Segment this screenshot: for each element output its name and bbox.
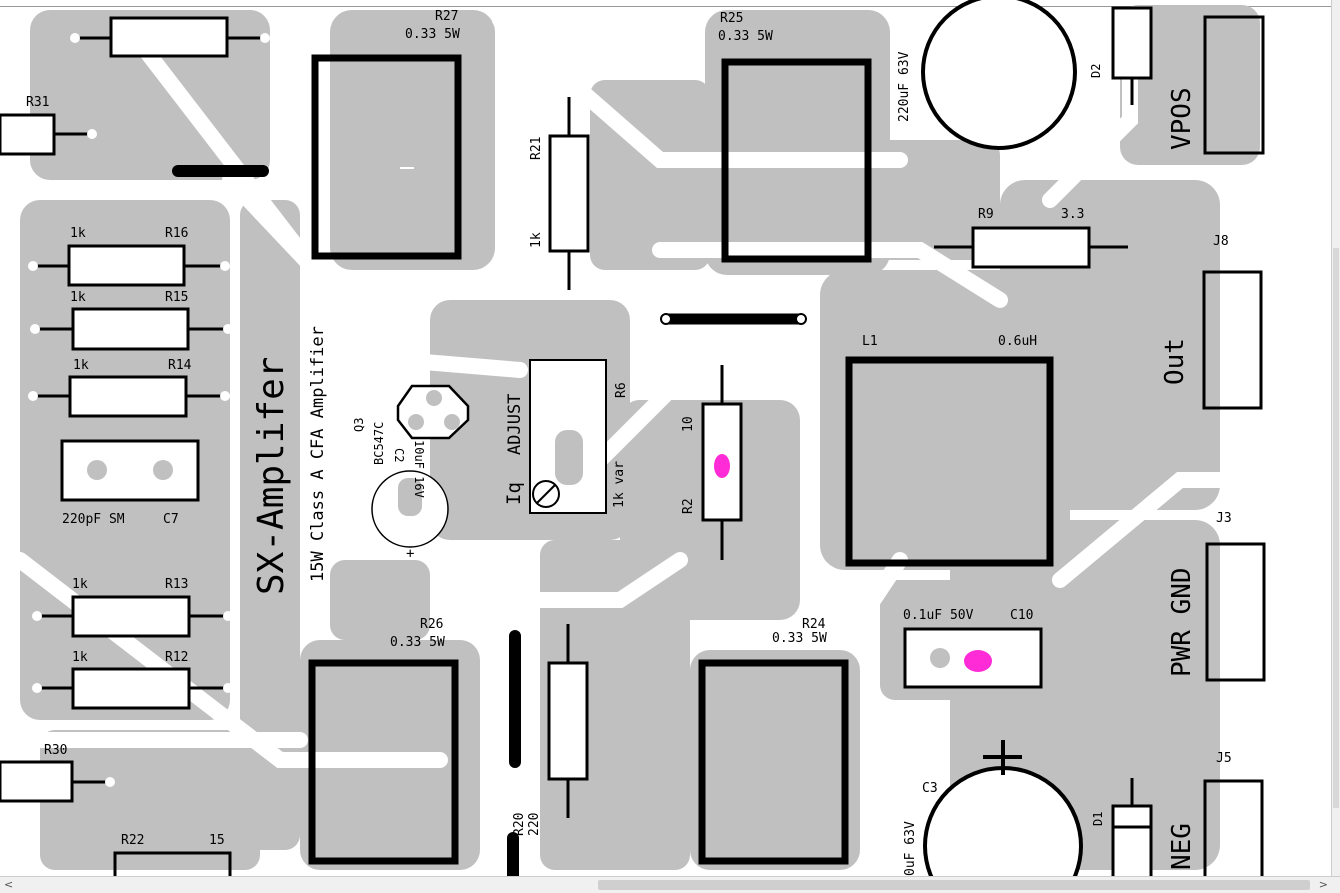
- horizontal-scroll-thumb[interactable]: [598, 880, 1310, 890]
- scroll-left-arrow-icon[interactable]: <: [4, 878, 14, 891]
- c-top-value-label: 220uF 63V: [897, 51, 912, 122]
- neg-label: NEG: [1167, 823, 1197, 870]
- j3-ref-label: J3: [1216, 511, 1232, 526]
- r9-value-label: 3.3: [1061, 207, 1084, 222]
- diode-d2[interactable]: [1111, 6, 1153, 105]
- r13-ref-label: R13: [165, 577, 188, 592]
- r20-value-label: 220: [527, 813, 542, 836]
- out-label: Out: [1160, 338, 1190, 385]
- connector-j8[interactable]: [1202, 270, 1263, 410]
- resistor-r14[interactable]: [28, 375, 230, 418]
- r12-value-label: 1k: [72, 650, 88, 665]
- r2-ref-label: R2: [681, 498, 696, 514]
- r13-value-label: 1k: [72, 577, 88, 592]
- cursor-marker-c10: [964, 650, 992, 672]
- r27-value-label: 0.33 5W: [405, 27, 460, 42]
- c10-ref-label: C10: [1010, 608, 1033, 623]
- r16-ref-label: R16: [165, 226, 188, 241]
- resistor-r20[interactable]: [547, 624, 589, 818]
- vpos-label: VPOS: [1167, 87, 1197, 150]
- resistor-r30[interactable]: [0, 760, 115, 803]
- cursor-marker: [714, 454, 730, 478]
- r27-ref-label: R27: [435, 9, 458, 24]
- d2-ref-label: D2: [1089, 64, 1103, 78]
- r22-ref-label: R22: [121, 833, 144, 848]
- resistor-r9[interactable]: [934, 226, 1128, 269]
- capacitor-c3[interactable]: [923, 740, 1083, 893]
- power-resistor-r25[interactable]: [721, 58, 872, 263]
- transistor-q3[interactable]: [396, 384, 470, 440]
- capacitor-top-electrolytic[interactable]: [921, 0, 1077, 150]
- adjust-label: ADJUST: [505, 394, 525, 455]
- r15-ref-label: R15: [165, 290, 188, 305]
- l1-ref-label: L1: [862, 334, 878, 349]
- resistor-r31[interactable]: [0, 113, 97, 156]
- power-resistor-r24[interactable]: [698, 659, 849, 865]
- c7-value-label: 220pF SM: [62, 512, 125, 527]
- pwr-gnd-label: PWR GND: [1167, 567, 1197, 677]
- c2-ref-label: C2: [392, 448, 406, 462]
- inductor-l1[interactable]: [845, 356, 1054, 567]
- vertical-scroll-thumb[interactable]: [1333, 248, 1339, 808]
- j5-ref-label: J5: [1216, 751, 1232, 766]
- r25-value-label: 0.33 5W: [718, 29, 773, 44]
- l1-value-label: 0.6uH: [998, 334, 1037, 349]
- board-subtitle: 15W Class A CFA Amplifier: [308, 326, 328, 582]
- scroll-right-arrow-icon[interactable]: >: [1318, 878, 1328, 891]
- power-resistor-r27[interactable]: [311, 54, 462, 260]
- r12-ref-label: R12: [165, 650, 188, 665]
- capacitor-c7[interactable]: [60, 439, 200, 502]
- d1-ref-label: D1: [1091, 812, 1105, 826]
- r30-ref-label: R30: [44, 743, 67, 758]
- iq-label: Iq: [503, 482, 525, 505]
- capacitor-c2[interactable]: [371, 470, 449, 548]
- q3-value-label: BC547C: [372, 422, 386, 465]
- resistor-r2[interactable]: [701, 365, 743, 560]
- r21-value-label: 1k: [529, 232, 544, 248]
- resistor-r15[interactable]: [30, 307, 233, 351]
- r14-ref-label: R14: [168, 358, 192, 373]
- resistor-r16[interactable]: [28, 244, 230, 287]
- c7-ref-label: C7: [163, 512, 179, 527]
- resistor-top-left[interactable]: [70, 16, 270, 58]
- power-resistor-r26[interactable]: [308, 659, 459, 865]
- resistor-r13[interactable]: [32, 595, 233, 638]
- r9-ref-label: R9: [978, 207, 994, 222]
- r25-ref-label: R25: [720, 11, 743, 26]
- r24-ref-label: R24: [802, 617, 826, 632]
- c10-value-label: 0.1uF 50V: [903, 608, 974, 623]
- connector-j3[interactable]: [1205, 542, 1266, 682]
- j8-ref-label: J8: [1213, 234, 1229, 249]
- q3-ref-label: Q3: [352, 418, 366, 432]
- jumper-wire-middle[interactable]: [660, 313, 807, 325]
- c3-ref-label: C3: [922, 781, 938, 796]
- trimmer-r6[interactable]: [529, 359, 607, 514]
- r20-ref-label: R20: [512, 813, 527, 836]
- r26-ref-label: R26: [420, 617, 443, 632]
- r6-ref-label: R6: [614, 382, 629, 398]
- r2-value-label: 10: [681, 416, 696, 432]
- connector-vpos[interactable]: [1203, 15, 1265, 155]
- r21-ref-label: R21: [529, 137, 544, 160]
- c2-plus-sign: +: [406, 546, 414, 562]
- r14-value-label: 1k: [73, 358, 89, 373]
- vertical-scrollbar[interactable]: [1331, 0, 1340, 877]
- diode-d1[interactable]: [1111, 778, 1153, 888]
- r6-value-label: 1k var: [612, 461, 627, 508]
- board-title: SX-Amplifer: [251, 357, 292, 595]
- r15-value-label: 1k: [70, 290, 86, 305]
- r31-ref-label: R31: [26, 95, 49, 110]
- top-ruler: [0, 0, 1340, 7]
- resistor-r12[interactable]: [32, 667, 233, 710]
- c3-value-label: 0uF 63V: [903, 821, 918, 876]
- r22-value-label: 15: [209, 833, 225, 848]
- r24-value-label: 0.33 5W: [772, 631, 827, 646]
- capacitor-c10[interactable]: [903, 627, 1043, 689]
- r26-value-label: 0.33 5W: [390, 635, 445, 650]
- resistor-r21[interactable]: [548, 97, 590, 290]
- c2-value-label: 10uF 16V: [412, 440, 426, 498]
- r16-value-label: 1k: [70, 226, 86, 241]
- horizontal-scrollbar[interactable]: < >: [0, 876, 1340, 893]
